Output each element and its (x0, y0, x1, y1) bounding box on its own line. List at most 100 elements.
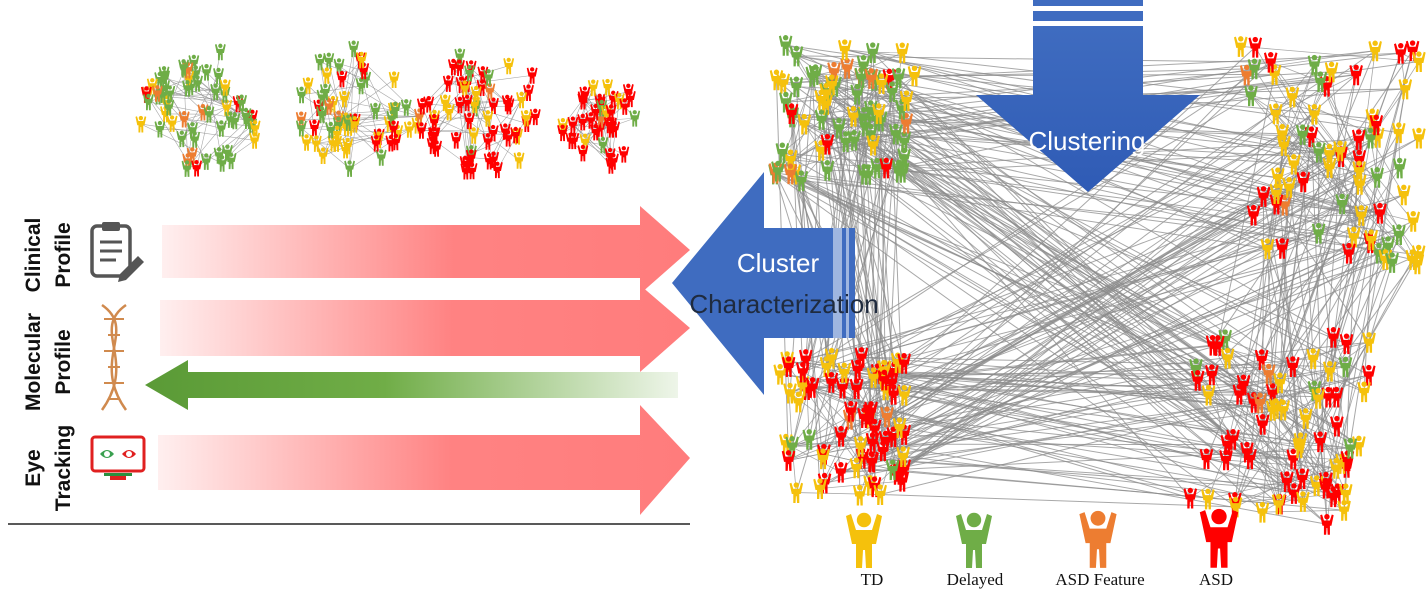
clinical-profile-arrow (162, 206, 690, 294)
legend-label-asd-feature: ASD Feature (1055, 570, 1144, 589)
person-icon (336, 70, 348, 88)
person-icon (852, 484, 867, 506)
clinical-label-line1: Clinical (22, 218, 45, 293)
person-icon (416, 122, 427, 139)
person-icon (1339, 333, 1354, 355)
clipboard-icon (90, 222, 144, 282)
delayed-person-icon (956, 512, 992, 568)
person-icon (182, 80, 193, 97)
dna-icon (100, 303, 128, 411)
person-icon (513, 152, 525, 169)
person-icon (1269, 103, 1283, 125)
eye-tracking-monitor-icon (90, 435, 146, 480)
person-icon (1275, 238, 1289, 259)
person-icon (355, 77, 367, 95)
person-icon (423, 96, 435, 113)
person-icon (225, 152, 237, 170)
molecular-profile-arrow (160, 285, 690, 372)
person-icon (344, 160, 355, 177)
person-icon (516, 91, 527, 109)
person-icon (618, 146, 630, 163)
person-icon (296, 86, 307, 104)
cluster-characterization-arrow (672, 172, 855, 395)
person-icon (503, 57, 515, 75)
person-icon (388, 71, 400, 88)
person-icon (503, 97, 515, 115)
molecular-feedback-arrow (145, 360, 678, 410)
person-icon (215, 120, 227, 137)
person-icon (338, 90, 350, 108)
eye-tracking-arrow (158, 405, 690, 515)
person-icon (316, 105, 328, 123)
person-icon (1311, 222, 1326, 244)
person-icon (310, 135, 322, 152)
person-icon (1244, 85, 1258, 107)
person-icon (295, 119, 307, 137)
person-icon (301, 134, 312, 151)
legend-label-delayed: Delayed (947, 570, 1004, 589)
person-icon (1233, 36, 1248, 57)
clustering-arrow (976, 0, 1200, 192)
person-icon (135, 115, 147, 133)
person-icon (400, 99, 412, 116)
person-icon (1352, 174, 1367, 195)
person-icon (1349, 64, 1363, 86)
person-icon (375, 149, 387, 166)
person-icon (317, 147, 329, 164)
person-icon (431, 140, 443, 157)
legend-item-td: TD (846, 512, 884, 589)
person-icon (895, 42, 910, 64)
person-icon (340, 141, 351, 159)
person-icon (850, 359, 865, 381)
person-icon (789, 482, 804, 504)
clinical-profile-label: Clinical Profile (22, 218, 75, 293)
person-icon (813, 478, 827, 500)
cluster-label-line1: Cluster (737, 248, 820, 278)
eye-tracking-label: Eye Tracking (22, 425, 75, 511)
person-icon (181, 160, 193, 177)
legend-item-asd: ASD (1199, 508, 1239, 589)
person-icon (526, 67, 538, 84)
person-icon (849, 457, 864, 479)
person-icon (1337, 500, 1351, 521)
person-icon (403, 121, 415, 138)
person-icon (619, 98, 631, 115)
asd-person-icon (1199, 508, 1239, 568)
legend-label-asd: ASD (1199, 570, 1233, 589)
person-icon (567, 116, 579, 134)
clustering-label: Clustering (1028, 126, 1145, 156)
person-icon (629, 110, 641, 127)
person-icon (191, 159, 203, 177)
person-icon (781, 450, 796, 471)
person-icon (1397, 184, 1411, 206)
person-icon (1255, 501, 1270, 523)
legend: TD Delayed ASD Feature ASD (846, 508, 1239, 589)
molecular-profile-label: Molecular Profile (22, 313, 75, 411)
person-icon (907, 65, 922, 87)
person-icon (1412, 127, 1426, 149)
person-icon (314, 53, 326, 71)
legend-item-asd-feature: ASD Feature (1055, 510, 1145, 589)
person-icon (899, 112, 913, 134)
person-icon (557, 124, 568, 142)
person-icon (1357, 381, 1371, 403)
asd-feature-person-icon (1079, 510, 1117, 568)
person-icon (895, 470, 910, 492)
molecular-label-line1: Molecular (22, 313, 45, 411)
person-icon (450, 132, 462, 149)
person-icon (309, 119, 320, 137)
eye-label-line1: Eye (22, 449, 45, 486)
person-icon (873, 484, 887, 505)
eye-label-line2: Tracking (52, 425, 75, 511)
person-icon (201, 64, 212, 81)
molecular-label-line2: Profile (52, 329, 75, 394)
person-icon (1343, 437, 1358, 459)
person-icon (459, 80, 471, 97)
legend-label-td: TD (861, 570, 884, 589)
person-icon (442, 75, 454, 92)
person-icon (577, 144, 589, 162)
person-icon (1205, 364, 1219, 386)
person-icon (1320, 514, 1334, 535)
